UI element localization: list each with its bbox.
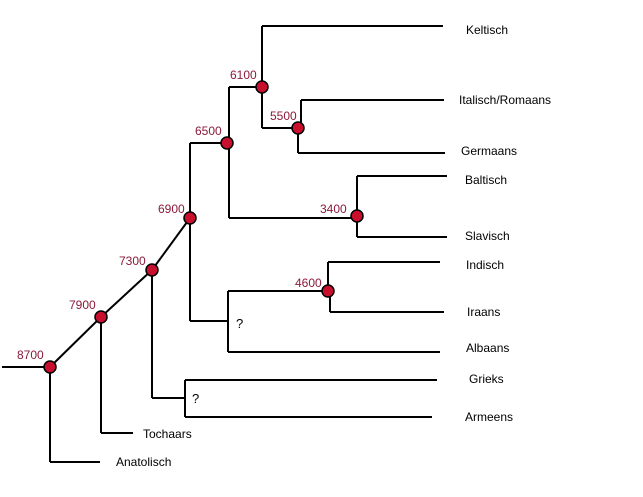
leaf-label-grieks: Grieks — [469, 372, 504, 386]
unknown-marker-grieks: ? — [192, 391, 199, 406]
leaf-label-armeens: Armeens — [465, 410, 513, 424]
leaf-labels: Keltisch Italisch/Romaans Germaans Balti… — [116, 23, 551, 469]
node-8700 — [43, 360, 57, 374]
edge-to-6900 — [151, 217, 191, 271]
leaf-label-indisch: Indisch — [466, 258, 504, 272]
date-label-4600: 4600 — [295, 276, 322, 290]
leaf-label-tochaars: Tochaars — [143, 427, 192, 441]
tree-edges — [2, 25, 447, 463]
leaf-label-italisch: Italisch/Romaans — [459, 93, 551, 107]
node-7900 — [94, 310, 108, 324]
node-4600 — [321, 284, 335, 298]
node-6100 — [255, 80, 269, 94]
leaf-label-anatolisch: Anatolisch — [116, 455, 171, 469]
node-6500 — [220, 136, 234, 150]
date-label-3400: 3400 — [320, 202, 347, 216]
date-label-5500: 5500 — [270, 109, 297, 123]
date-label-8700: 8700 — [17, 348, 44, 362]
date-labels: 8700 7900 7300 6900 6500 6100 5500 3400 … — [17, 68, 347, 362]
edge-to-7900 — [49, 316, 102, 368]
unknown-marker-albaans: ? — [236, 316, 243, 331]
leaf-label-albaans: Albaans — [466, 341, 509, 355]
leaf-label-slavisch: Slavisch — [465, 229, 510, 243]
date-label-7900: 7900 — [69, 298, 96, 312]
node-7300 — [145, 263, 159, 277]
date-label-6100: 6100 — [230, 68, 257, 82]
unknown-markers: ? ? — [192, 316, 243, 406]
date-label-6500: 6500 — [195, 124, 222, 138]
date-label-7300: 7300 — [119, 254, 146, 268]
leaf-label-iraans: Iraans — [467, 305, 500, 319]
node-6900 — [183, 211, 197, 225]
tree-nodes — [43, 80, 364, 374]
edge-to-7300 — [100, 269, 153, 318]
node-5500 — [291, 121, 305, 135]
node-3400 — [350, 209, 364, 223]
leaf-label-keltisch: Keltisch — [466, 23, 508, 37]
leaf-label-germaans: Germaans — [461, 144, 517, 158]
date-label-6900: 6900 — [158, 202, 185, 216]
leaf-label-baltisch: Baltisch — [465, 173, 507, 187]
